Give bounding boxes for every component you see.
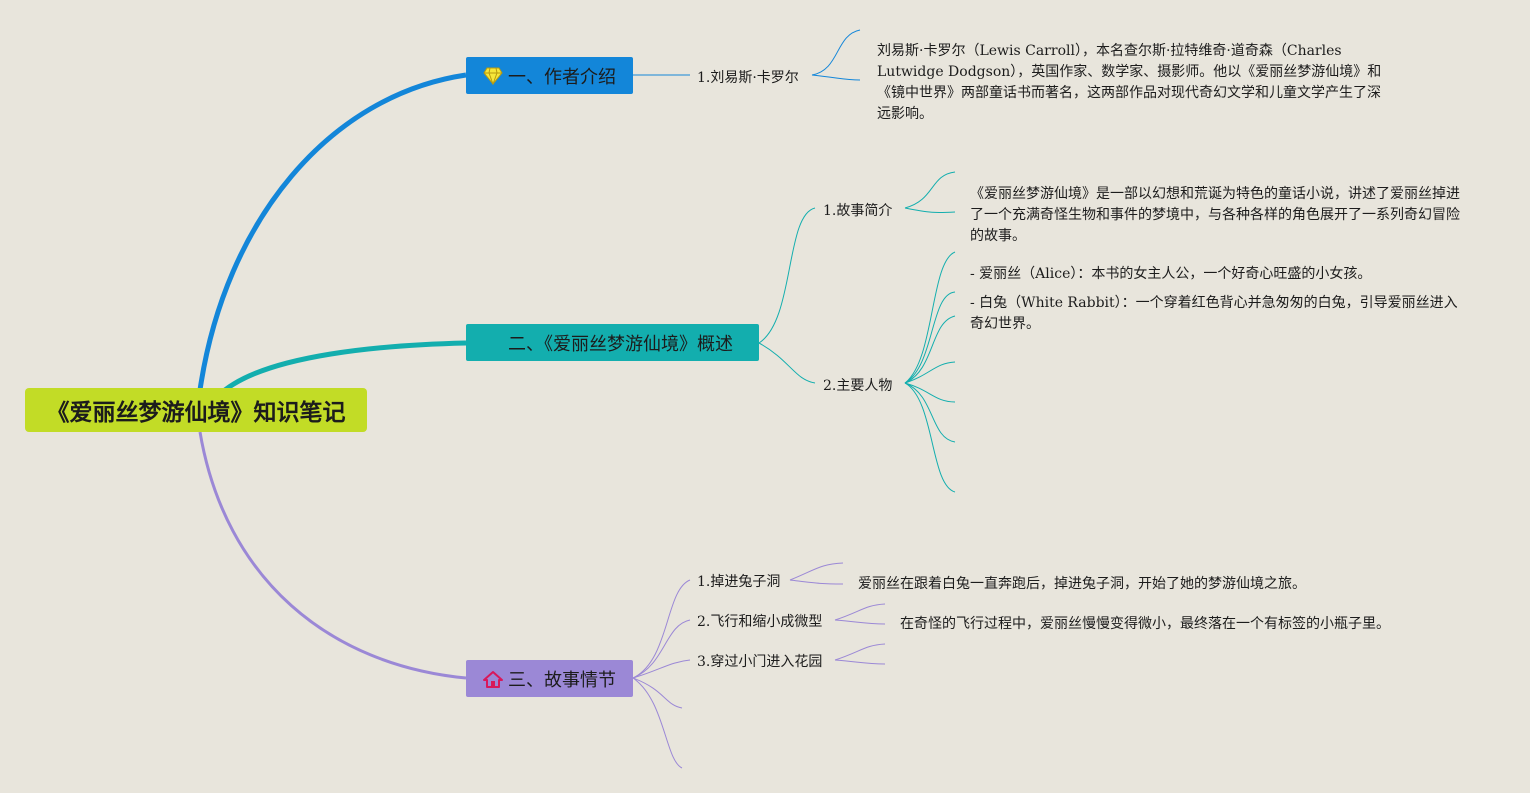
house-icon	[482, 668, 504, 690]
diamond-icon	[482, 65, 504, 87]
branch-overview[interactable]: 二、《爱丽丝梦游仙境》概述	[466, 324, 759, 361]
note-author-bio: 刘易斯·卡罗尔（Lewis Carroll），本名查尔斯·拉特维奇·道奇森（Ch…	[877, 43, 1382, 122]
branch-author-intro[interactable]: 一、作者介绍	[466, 57, 633, 94]
subtopic-main-characters[interactable]: 2.主要人物	[823, 378, 893, 394]
subtopic-lewis-carroll[interactable]: 1.刘易斯·卡罗尔	[697, 70, 799, 86]
subtopic-rabbit-hole[interactable]: 1.掉进兔子洞	[697, 574, 781, 590]
note-character-white-rabbit: - 白兔（White Rabbit）：一个穿着红色背心并急匆匆的白兔，引导爱丽丝…	[970, 295, 1458, 332]
subtopic-little-door-garden[interactable]: 3.穿过小门进入花园	[697, 654, 823, 670]
subtopic-flying-shrinking[interactable]: 2.飞行和缩小成微型	[697, 614, 823, 630]
note-rabbit-hole: 爱丽丝在跟着白兔一直奔跑后，掉进兔子洞，开始了她的梦游仙境之旅。	[858, 576, 1306, 592]
root-title: 《爱丽丝梦游仙境》知识笔记	[46, 400, 346, 426]
branch-label: 二、《爱丽丝梦游仙境》概述	[508, 333, 733, 355]
note-story-summary: 《爱丽丝梦游仙境》是一部以幻想和荒诞为特色的童话小说，讲述了爱丽丝掉进了一个充满…	[970, 186, 1460, 244]
connector-root-branch1	[197, 72, 467, 391]
root-topic[interactable]: 《爱丽丝梦游仙境》知识笔记	[25, 388, 367, 432]
note-flying-shrinking: 在奇怪的飞行过程中，爱丽丝慢慢变得微小，最终落在一个有标签的小瓶子里。	[900, 616, 1390, 632]
branch-label: 一、作者介绍	[508, 66, 616, 88]
note-character-alice: - 爱丽丝（Alice）：本书的女主人公，一个好奇心旺盛的小女孩。	[970, 266, 1372, 282]
connector-root-branch2	[223, 340, 467, 392]
branch-label: 三、故事情节	[508, 669, 616, 691]
connector-root-branch3	[198, 431, 467, 680]
branch-plot[interactable]: 三、故事情节	[466, 660, 633, 697]
subtopic-story-summary[interactable]: 1.故事简介	[823, 203, 893, 219]
